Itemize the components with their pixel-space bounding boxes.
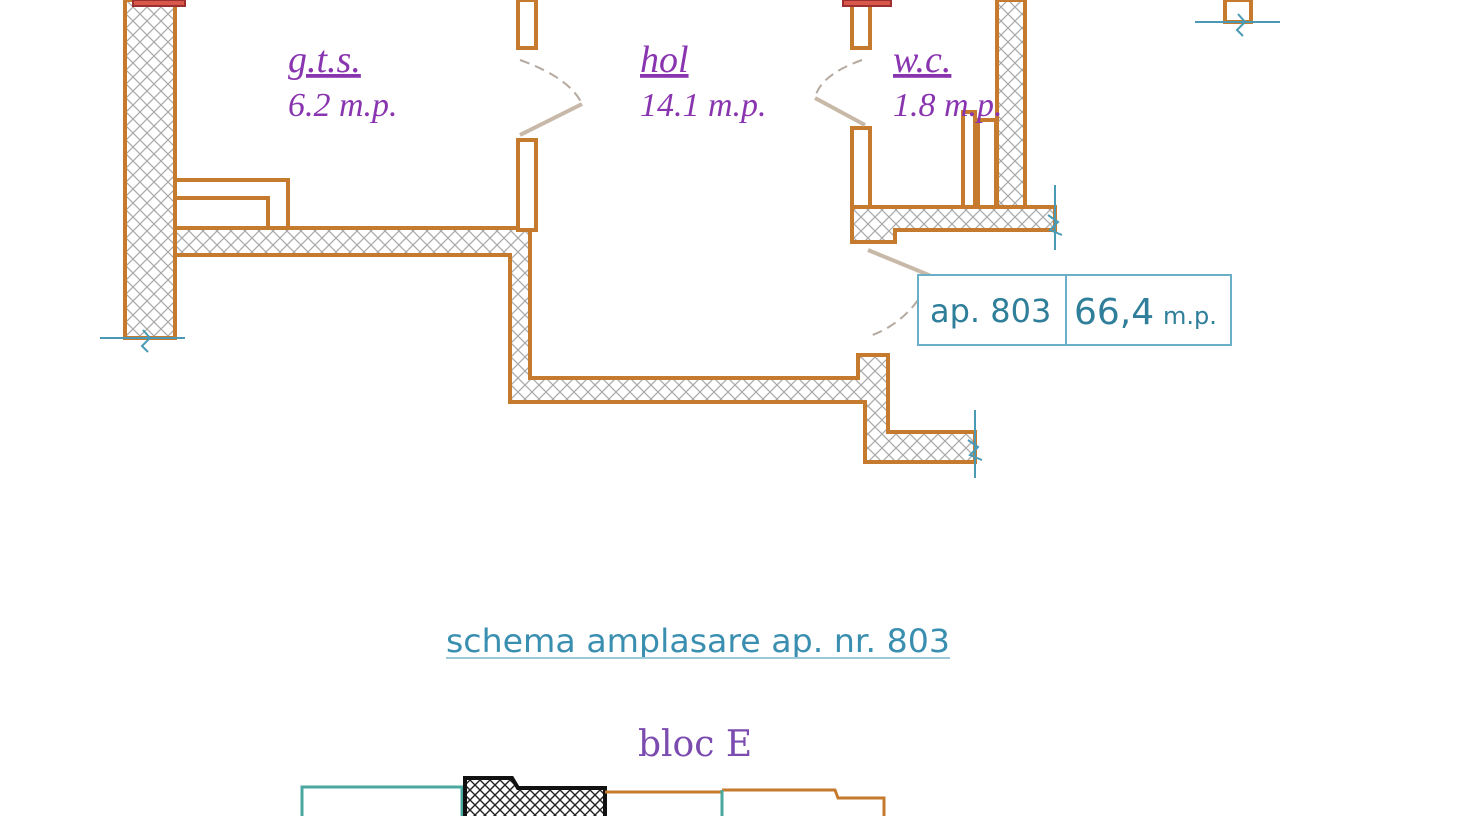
apartment-tag-box: [917, 274, 1232, 346]
site-unit-right: [722, 788, 886, 816]
room-name-hol: hol: [640, 39, 689, 81]
block-label: bloc E: [638, 724, 752, 765]
wall-wc-right: [995, 0, 1027, 209]
room-area-gts: 6.2 m.p.: [288, 87, 398, 124]
break-lines: [100, 13, 1280, 478]
wall-gts-bottom: [173, 226, 977, 464]
door-swings: [519, 59, 937, 337]
wall-left-cap: [132, 0, 186, 7]
wall-door-bottom-gts: [516, 138, 538, 232]
wall-door-top-wc-cap: [842, 0, 892, 7]
site-unit-middle: [605, 790, 724, 816]
schema-title: schema amplasare ap. nr. 803: [446, 622, 950, 660]
wall-wc-inner-1: [961, 110, 977, 209]
wall-door-top-gts: [516, 0, 538, 50]
room-name-gts: g.t.s.: [288, 39, 361, 81]
room-area-wc: 1.8 m.p.: [893, 87, 1003, 124]
wall-wc-inner-2: [976, 118, 998, 209]
wall-wc-bottom: [850, 205, 1057, 244]
site-plan-fragment: [300, 776, 886, 816]
apartment-area-value: 66,4: [1074, 292, 1154, 333]
apartment-area-unit: m.p.: [1163, 302, 1217, 330]
wall-door-bottom-wc: [850, 126, 872, 212]
site-unit-left: [300, 785, 464, 816]
room-area-hol: 14.1 m.p.: [640, 87, 767, 124]
wall-door-top-wc: [850, 0, 872, 50]
wall-niche: [173, 178, 290, 230]
wall-top-right-fragment: [1223, 0, 1253, 24]
site-unit-highlight: [463, 776, 607, 816]
wall-left: [123, 0, 177, 340]
apartment-tag: ap. 803 66,4 m.p.: [917, 274, 1232, 346]
room-name-wc: w.c.: [893, 39, 951, 81]
apartment-number: ap. 803: [930, 292, 1051, 330]
